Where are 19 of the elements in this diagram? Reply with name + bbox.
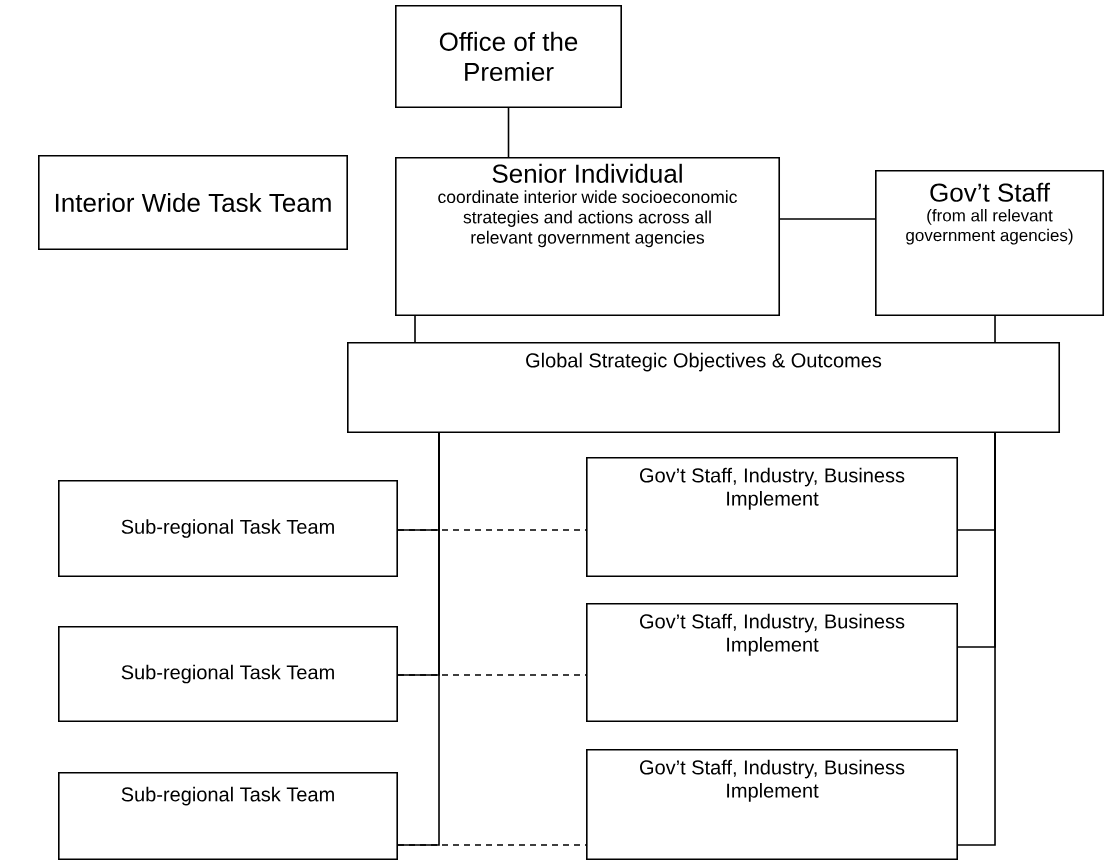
task-team-box: Sub-regional Task Team	[58, 626, 398, 722]
task-team-box: Sub-regional Task Team	[58, 480, 398, 577]
connector-line	[397, 674, 587, 676]
connector-line	[994, 315, 996, 343]
office-box: Office of the Premier	[395, 5, 622, 108]
objectives-box: Global Strategic Objectives & Outcomes	[347, 342, 1060, 433]
task-team-box: Sub-regional Task Team	[58, 772, 398, 860]
connector-line	[397, 844, 587, 846]
implement-box: Gov’t Staff, Industry, Business Implement	[586, 749, 958, 860]
implement-box: Gov’t Staff, Industry, Business Implement	[586, 457, 958, 577]
task-team-box: Interior Wide Task Team	[38, 155, 348, 250]
connector-line	[414, 315, 416, 343]
senior-individual-box: Senior Individual coordinate interior wide socioeconomic strategies and actions across all relevant government agencies	[395, 157, 780, 316]
connector-line	[957, 432, 996, 846]
connector-line	[779, 218, 876, 220]
implement-box: Gov’t Staff, Industry, Business Implement	[586, 603, 958, 722]
staff-box: Gov’t Staff (from all relevant government agencies)	[875, 170, 1104, 316]
connector-line	[397, 529, 587, 531]
connector-line	[507, 107, 510, 158]
